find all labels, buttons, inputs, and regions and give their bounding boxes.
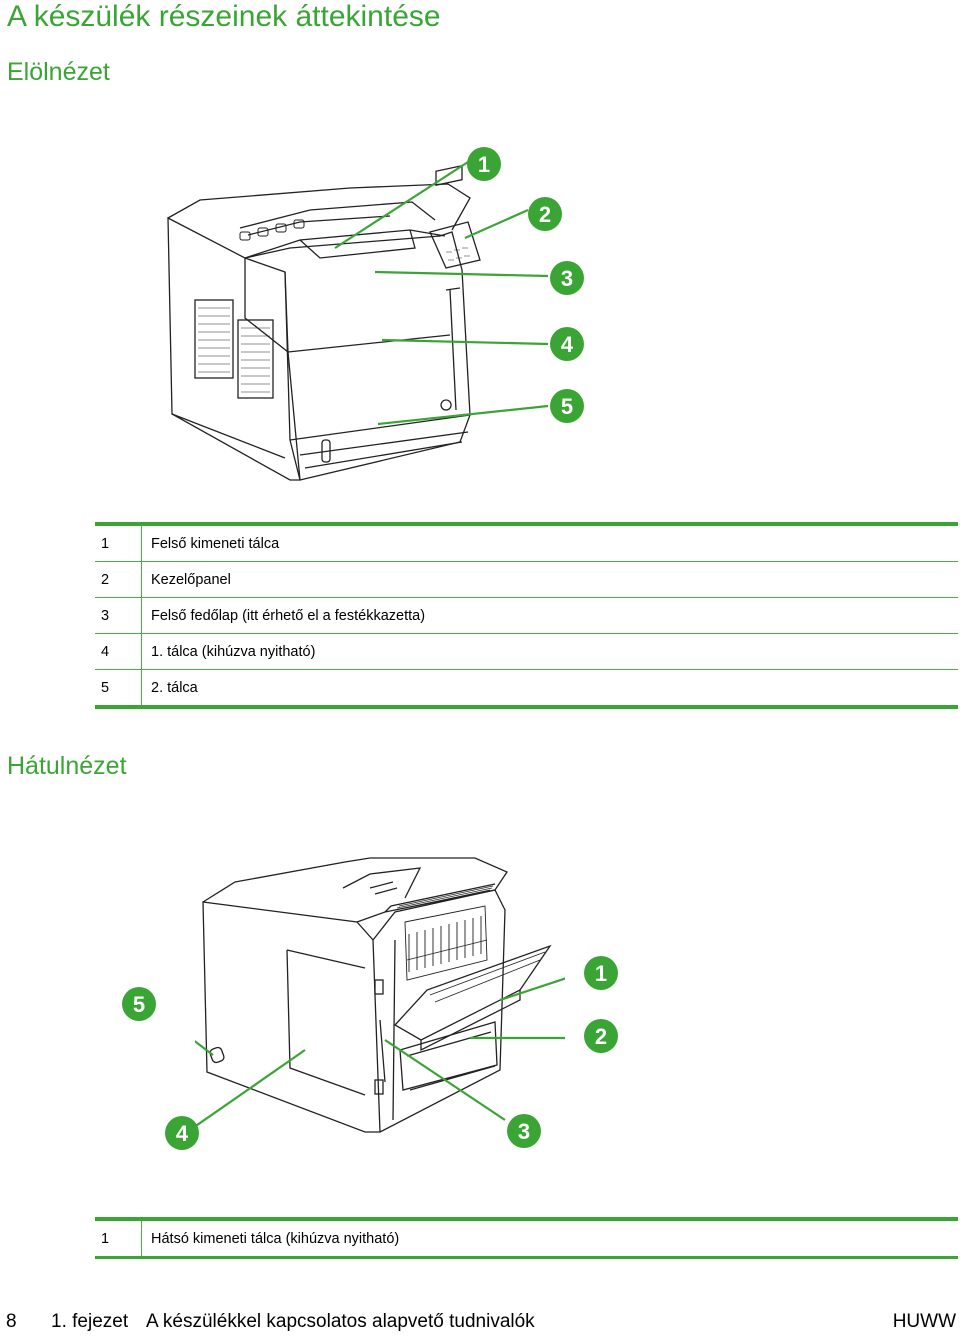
- row-text: Hátsó kimeneti tálca (kihúzva nyitható): [151, 1230, 400, 1247]
- table-bottom-rule: [95, 1256, 958, 1259]
- front-callout-4: 4: [550, 327, 584, 361]
- row-number: 2: [95, 562, 142, 597]
- front-callout-2: 2: [528, 197, 562, 231]
- back-callout-3: 3: [507, 1114, 541, 1148]
- front-view-heading: Elölnézet: [7, 58, 110, 86]
- svg-text:3: 3: [518, 1119, 530, 1144]
- table-row: 1 Hátsó kimeneti tálca (kihúzva nyitható…: [95, 1221, 958, 1256]
- svg-text:4: 4: [176, 1121, 189, 1146]
- row-text: Felső kimeneti tálca: [151, 535, 280, 552]
- row-text: 1. tálca (kihúzva nyitható): [151, 643, 316, 660]
- row-text: Felső fedőlap (itt érhető el a festékkaz…: [151, 607, 426, 624]
- table-bottom-rule: [95, 705, 958, 709]
- svg-text:4: 4: [561, 332, 574, 357]
- back-view-figure: [195, 857, 565, 1133]
- front-parts-table: 1 Felső kimeneti tálca 2 Kezelőpanel 3 F…: [95, 522, 958, 709]
- back-view-heading: Hátulnézet: [7, 752, 127, 780]
- svg-text:2: 2: [539, 202, 551, 227]
- svg-text:1: 1: [595, 961, 607, 986]
- front-callout-1: 1: [467, 147, 501, 181]
- table-top-rule: [95, 522, 958, 526]
- row-number: 5: [95, 670, 142, 705]
- front-callout-3: 3: [550, 261, 584, 295]
- table-top-rule: [95, 1217, 958, 1221]
- back-callout-1: 1: [584, 956, 618, 990]
- page-title: A készülék részeinek áttekintése: [7, 0, 441, 33]
- footer-page-number: 8: [6, 1311, 17, 1332]
- table-row: 2 Kezelőpanel: [95, 562, 958, 598]
- front-view-figure: [167, 161, 549, 481]
- footer-chapter: 1. fejezet: [51, 1311, 129, 1332]
- footer-chapter-title: A készülékkel kapcsolatos alapvető tudni…: [146, 1311, 535, 1332]
- back-callout-4: 4: [165, 1116, 199, 1150]
- svg-text:5: 5: [561, 394, 573, 419]
- back-callout-2: 2: [584, 1019, 618, 1053]
- row-number: 3: [95, 598, 142, 633]
- back-callouts: 1 2 3 4 5: [122, 956, 618, 1150]
- table-row: 5 2. tálca: [95, 670, 958, 705]
- footer-brand: HUWW: [892, 1311, 956, 1332]
- table-row: 1 Felső kimeneti tálca: [95, 526, 958, 562]
- table-row: 3 Felső fedőlap (itt érhető el a festékk…: [95, 598, 958, 634]
- svg-text:5: 5: [133, 992, 145, 1017]
- front-callout-5: 5: [550, 389, 584, 423]
- row-number: 4: [95, 634, 142, 669]
- back-callout-5: 5: [122, 987, 156, 1021]
- row-text: 2. tálca: [151, 679, 198, 696]
- row-text: Kezelőpanel: [151, 571, 231, 588]
- svg-text:1: 1: [478, 152, 490, 177]
- table-row: 4 1. tálca (kihúzva nyitható): [95, 634, 958, 670]
- back-parts-table: 1 Hátsó kimeneti tálca (kihúzva nyitható…: [95, 1217, 958, 1259]
- svg-text:3: 3: [561, 266, 573, 291]
- row-number: 1: [95, 1221, 142, 1256]
- front-callouts: 1 2 3 4 5: [467, 147, 584, 423]
- row-number: 1: [95, 526, 142, 561]
- svg-text:2: 2: [595, 1024, 607, 1049]
